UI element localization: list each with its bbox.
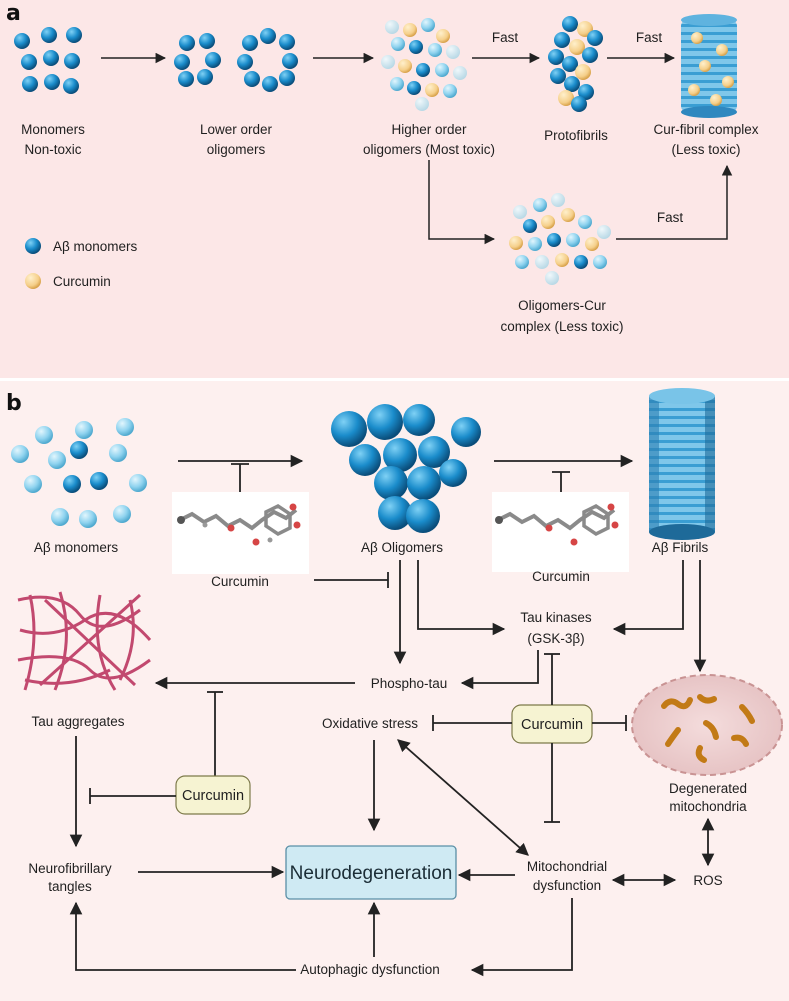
mito-dysfunction-label-2: dysfunction xyxy=(533,878,601,893)
nft-label-1: Neurofibrillary xyxy=(28,861,112,876)
phospho-tau-label: Phospho-tau xyxy=(371,676,448,691)
cur-fibril-complex xyxy=(681,14,737,118)
abeta-monomers-b xyxy=(11,418,147,528)
higher-oligomers-label: oligomers (Most toxic) xyxy=(363,142,495,157)
fast-label-1: Fast xyxy=(492,30,519,45)
neurodegeneration-box xyxy=(285,845,457,900)
curcumin-center-label: Curcumin xyxy=(521,717,583,733)
mito-dysfunction-label-1: Mitochondrial xyxy=(527,859,607,874)
oligomers-cur-toxicity-label: complex (Less toxic) xyxy=(500,319,623,334)
mitochondria-label: mitochondria xyxy=(669,799,747,814)
fast-label-2: Fast xyxy=(636,30,663,45)
degenerated-mitochondria xyxy=(631,674,783,776)
lower-oligomers-label: oligomers xyxy=(207,142,266,157)
curcumin-molecule-2 xyxy=(492,492,629,572)
protofibrils-label: Protofibrils xyxy=(544,128,608,143)
abeta-fibrils xyxy=(649,388,715,540)
abeta-oligomers-b xyxy=(331,404,481,533)
curcumin-box-left xyxy=(175,775,251,815)
panel-a-letter: a xyxy=(6,1,21,26)
higher-order-label: Higher order xyxy=(391,122,467,137)
cur-fibril-toxicity-label: (Less toxic) xyxy=(671,142,740,157)
tau-aggregates-network xyxy=(17,591,152,691)
abeta-fibrils-label: Aβ Fibrils xyxy=(652,540,709,555)
panel-b-letter: b xyxy=(6,391,22,416)
fast-label-3: Fast xyxy=(657,210,684,225)
nft-label-2: tangles xyxy=(48,879,92,894)
legend-abeta-marker xyxy=(25,238,41,254)
ros-label: ROS xyxy=(693,873,722,888)
gsk3b-label: (GSK-3β) xyxy=(527,631,584,646)
neurodegeneration-label: Neurodegeneration xyxy=(290,863,453,884)
lower-oligomer-cluster xyxy=(174,28,298,92)
abeta-oligomers-label: Aβ Oligomers xyxy=(361,540,443,555)
monomers-label: Monomers xyxy=(21,122,85,137)
oligomers-cur-cluster xyxy=(509,193,611,285)
tau-aggregates-label: Tau aggregates xyxy=(31,714,124,729)
oxidative-stress-label: Oxidative stress xyxy=(322,716,418,731)
curcumin-left-label: Curcumin xyxy=(182,788,244,804)
curcumin-label-2: Curcumin xyxy=(532,569,590,584)
degenerated-label: Degenerated xyxy=(669,781,747,796)
legend-curcumin-marker xyxy=(25,273,41,289)
monomer-cluster xyxy=(14,27,82,94)
lower-order-label: Lower order xyxy=(200,122,273,137)
protofibril-cluster xyxy=(548,16,603,112)
autophagic-label: Autophagic dysfunction xyxy=(300,962,440,977)
legend-curcumin-label: Curcumin xyxy=(53,274,111,289)
legend-abeta-label: Aβ monomers xyxy=(53,239,138,254)
higher-oligomer-cluster xyxy=(381,18,467,111)
tau-kinases-label: Tau kinases xyxy=(520,610,592,625)
cur-fibril-label: Cur-fibril complex xyxy=(653,122,758,137)
non-toxic-label: Non-toxic xyxy=(24,142,81,157)
curcumin-label-1: Curcumin xyxy=(211,574,269,589)
abeta-monomers-label: Aβ monomers xyxy=(34,540,119,555)
panel-a-background xyxy=(0,0,789,378)
curcumin-molecule-1 xyxy=(172,492,309,574)
oligomers-cur-label: Oligomers-Cur xyxy=(518,298,606,313)
